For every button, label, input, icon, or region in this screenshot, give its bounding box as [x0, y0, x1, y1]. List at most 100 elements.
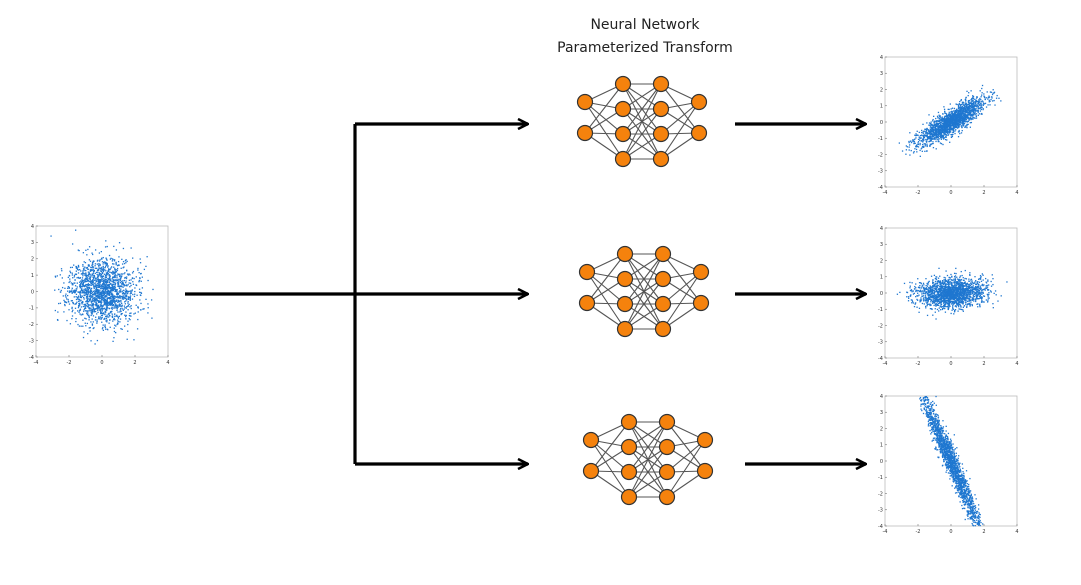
y-tick-label: -3 — [878, 340, 883, 346]
network-edge — [624, 253, 664, 330]
network-edge — [662, 253, 702, 304]
x-tick-label: -4 — [883, 529, 888, 535]
scatter-points — [898, 84, 1002, 157]
y-tick-label: 4 — [880, 55, 883, 61]
x-tick-label: -2 — [67, 360, 72, 366]
network-node — [616, 245, 634, 263]
network-node — [652, 75, 670, 93]
y-tick-label: 0 — [880, 459, 883, 465]
network-edge — [590, 421, 630, 472]
network-node — [616, 270, 634, 288]
network-edge — [622, 83, 662, 135]
network-node — [620, 413, 638, 431]
network-title-line2: Parameterized Transform — [557, 40, 733, 56]
x-tick-label: 0 — [949, 361, 952, 367]
network-node — [576, 124, 594, 142]
network-edge — [628, 421, 668, 498]
x-tick-label: -4 — [883, 361, 888, 367]
network-edge — [584, 101, 624, 160]
network-edge — [584, 83, 624, 134]
network-edge — [586, 271, 626, 330]
network-node — [614, 150, 632, 168]
network-node — [692, 263, 710, 281]
network-node — [578, 263, 596, 281]
network-node — [690, 93, 708, 111]
network-edge — [586, 271, 626, 305]
y-tick-label: 0 — [880, 291, 883, 297]
network-node — [658, 463, 676, 481]
network-node — [616, 320, 634, 338]
y-tick-label: 2 — [880, 87, 883, 93]
network-node — [652, 150, 670, 168]
y-tick-label: -4 — [878, 356, 883, 362]
y-tick-label: 1 — [880, 104, 883, 110]
y-tick-label: 0 — [31, 289, 34, 295]
y-tick-label: -3 — [878, 508, 883, 514]
y-tick-label: 4 — [880, 226, 883, 232]
network-edge — [662, 271, 702, 305]
network-node — [696, 462, 714, 480]
x-tick-label: -2 — [916, 190, 921, 196]
network-edge — [660, 83, 700, 134]
y-tick-label: 0 — [880, 120, 883, 126]
network-edge — [584, 101, 624, 135]
network-node — [616, 295, 634, 313]
network-edge — [590, 439, 630, 498]
network-node — [620, 438, 638, 456]
scatter-points — [919, 395, 984, 527]
network-node — [692, 294, 710, 312]
x-tick-label: 2 — [982, 529, 985, 535]
network-node — [658, 438, 676, 456]
y-tick-label: 3 — [31, 240, 34, 246]
network-node — [654, 320, 672, 338]
network-node — [690, 124, 708, 142]
x-tick-label: -2 — [916, 361, 921, 367]
y-tick-label: -2 — [878, 491, 883, 497]
y-tick-label: -4 — [878, 185, 883, 191]
scatter-points — [50, 229, 154, 345]
network-title-line1: Neural Network — [590, 17, 700, 33]
network-edge — [622, 83, 662, 160]
network-node — [696, 431, 714, 449]
y-tick-label: 2 — [880, 258, 883, 264]
y-tick-label: 4 — [31, 224, 34, 230]
network-edge — [666, 439, 706, 498]
x-tick-label: 4 — [166, 360, 169, 366]
network-edge — [666, 439, 706, 473]
network-node — [614, 125, 632, 143]
y-tick-label: 2 — [31, 257, 34, 263]
x-tick-label: -4 — [34, 360, 39, 366]
y-tick-label: -1 — [878, 475, 883, 481]
network-node — [614, 100, 632, 118]
network-edge — [622, 108, 662, 160]
y-tick-label: -2 — [878, 323, 883, 329]
y-tick-label: 3 — [880, 71, 883, 77]
network-edge — [628, 421, 668, 473]
network-node — [582, 462, 600, 480]
neural-network-3 — [582, 413, 714, 506]
y-tick-label: -2 — [878, 152, 883, 158]
network-edge — [660, 101, 700, 160]
network-node — [578, 294, 596, 312]
network-edge — [662, 271, 702, 330]
neural-network-2 — [578, 245, 710, 338]
network-node — [654, 245, 672, 263]
x-tick-label: 0 — [100, 360, 103, 366]
y-tick-label: 1 — [880, 443, 883, 449]
network-node — [620, 463, 638, 481]
x-tick-label: 0 — [949, 190, 952, 196]
network-edge — [660, 101, 700, 135]
y-tick-label: -1 — [878, 136, 883, 142]
y-tick-label: 4 — [880, 394, 883, 400]
x-tick-label: 2 — [982, 361, 985, 367]
y-tick-label: 1 — [880, 275, 883, 281]
network-node — [582, 431, 600, 449]
y-tick-label: -4 — [29, 355, 34, 361]
x-tick-label: -4 — [883, 190, 888, 196]
